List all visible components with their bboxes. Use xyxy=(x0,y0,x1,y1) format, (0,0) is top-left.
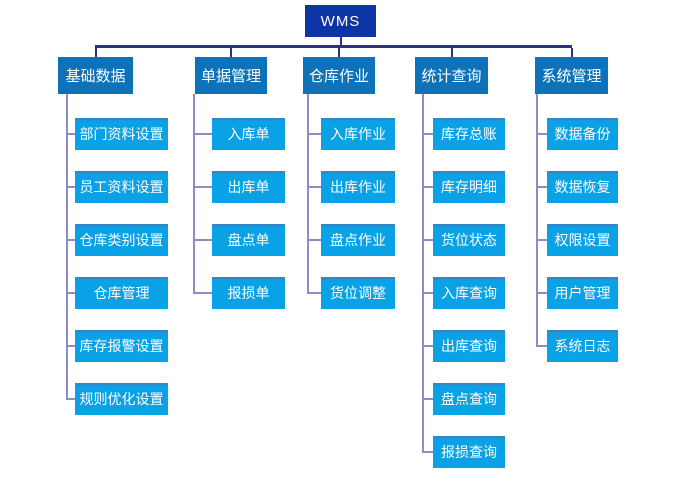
leaf-node: 数据备份 xyxy=(547,118,618,150)
branch-stub xyxy=(230,48,232,57)
leaf-stub xyxy=(536,345,547,347)
leaf-stub xyxy=(422,345,433,347)
leaf-node: 盘点作业 xyxy=(321,224,395,256)
leaf-stub xyxy=(422,186,433,188)
branch-children-line xyxy=(536,94,538,346)
leaf-stub xyxy=(307,133,321,135)
branch-rail-line xyxy=(95,45,572,48)
leaf-node: 规则优化设置 xyxy=(75,383,168,415)
root-connector-stub xyxy=(340,37,342,45)
branch-stub xyxy=(338,48,340,57)
leaf-stub xyxy=(66,133,75,135)
leaf-node: 货位状态 xyxy=(433,224,505,256)
leaf-stub xyxy=(66,292,75,294)
leaf-stub xyxy=(422,398,433,400)
leaf-node: 仓库管理 xyxy=(75,277,168,309)
branch-node: 系统管理 xyxy=(535,57,608,94)
leaf-node: 权限设置 xyxy=(547,224,618,256)
leaf-stub xyxy=(422,239,433,241)
leaf-stub xyxy=(422,133,433,135)
branch-children-line xyxy=(66,94,68,399)
leaf-node: 盘点查询 xyxy=(433,383,505,415)
leaf-stub xyxy=(536,239,547,241)
leaf-node: 盘点单 xyxy=(212,224,285,256)
leaf-node: 入库作业 xyxy=(321,118,395,150)
leaf-node: 仓库类别设置 xyxy=(75,224,168,256)
leaf-node: 用户管理 xyxy=(547,277,618,309)
branch-children-line xyxy=(307,94,309,293)
branch-node: 仓库作业 xyxy=(303,57,375,94)
leaf-node: 入库查询 xyxy=(433,277,505,309)
leaf-node: 出库查询 xyxy=(433,330,505,362)
leaf-stub xyxy=(536,133,547,135)
branch-children-line xyxy=(422,94,424,452)
leaf-stub xyxy=(193,239,212,241)
leaf-stub xyxy=(66,186,75,188)
leaf-node: 出库单 xyxy=(212,171,285,203)
branch-node: 统计查询 xyxy=(415,57,488,94)
leaf-node: 入库单 xyxy=(212,118,285,150)
leaf-stub xyxy=(536,292,547,294)
leaf-stub xyxy=(307,239,321,241)
leaf-stub xyxy=(422,451,433,453)
leaf-node: 报损单 xyxy=(212,277,285,309)
leaf-stub xyxy=(422,292,433,294)
leaf-stub xyxy=(66,398,75,400)
leaf-stub xyxy=(307,186,321,188)
leaf-stub xyxy=(193,133,212,135)
leaf-node: 库存明细 xyxy=(433,171,505,203)
branch-children-line xyxy=(193,94,195,293)
leaf-node: 货位调整 xyxy=(321,277,395,309)
leaf-stub xyxy=(66,239,75,241)
leaf-stub xyxy=(307,292,321,294)
leaf-node: 出库作业 xyxy=(321,171,395,203)
leaf-stub xyxy=(193,292,212,294)
branch-node: 单据管理 xyxy=(195,57,267,94)
leaf-stub xyxy=(66,345,75,347)
leaf-node: 系统日志 xyxy=(547,330,618,362)
leaf-stub xyxy=(193,186,212,188)
leaf-node: 部门资料设置 xyxy=(75,118,168,150)
leaf-node: 库存报警设置 xyxy=(75,330,168,362)
leaf-node: 员工资料设置 xyxy=(75,171,168,203)
leaf-node: 库存总账 xyxy=(433,118,505,150)
leaf-node: 报损查询 xyxy=(433,436,505,468)
leaf-stub xyxy=(536,186,547,188)
root-node: WMS xyxy=(305,5,376,37)
branch-stub xyxy=(451,48,453,57)
branch-stub xyxy=(571,48,573,57)
branch-stub xyxy=(95,48,97,57)
branch-node: 基础数据 xyxy=(58,57,133,94)
leaf-node: 数据恢复 xyxy=(547,171,618,203)
